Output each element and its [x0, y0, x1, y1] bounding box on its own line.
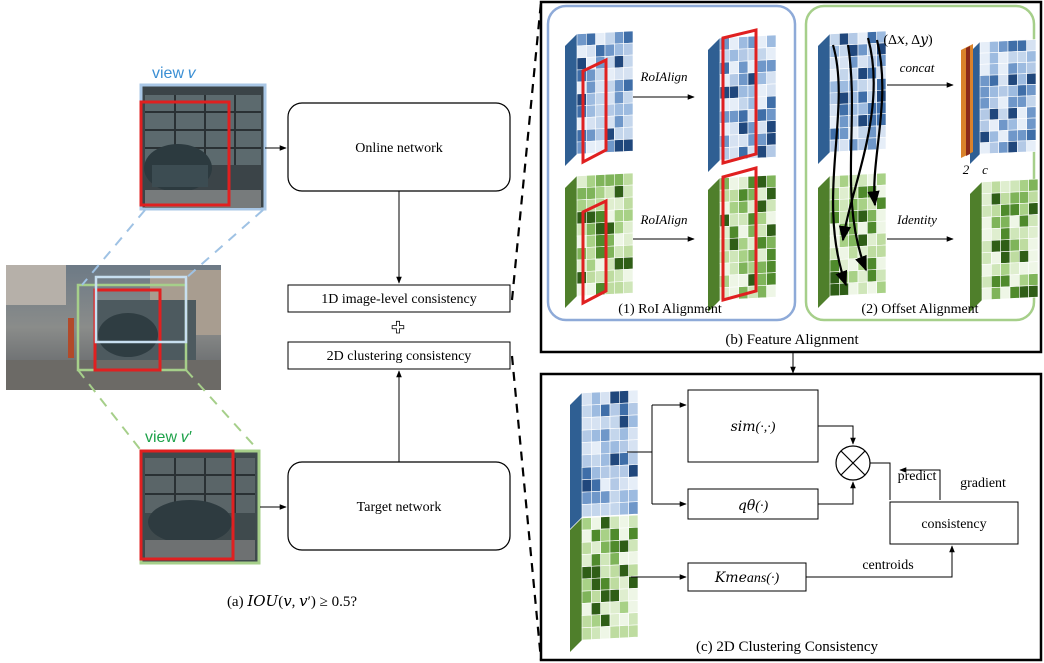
plus-symbol: ✚ — [391, 320, 404, 337]
panel-c-arrows — [627, 402, 955, 580]
roialign-top-label: RoIAlign — [640, 69, 688, 84]
product-cross-b — [840, 450, 866, 476]
offset-blue-map-concat — [970, 39, 1037, 164]
street-photo — [6, 265, 221, 390]
gradient-label: gradient — [960, 476, 1006, 491]
offset-label: (Δ𝑥, Δ𝑦) — [883, 33, 933, 48]
centroids-label: centroids — [862, 558, 913, 573]
clustering-blue-map — [570, 389, 639, 529]
dim-two-label: 2 — [963, 162, 970, 177]
q-box — [687, 488, 819, 520]
clustering-consistency-frame — [539, 372, 1043, 662]
roi-green-map-out — [708, 174, 777, 312]
offset-arrows — [831, 37, 884, 287]
roi-alignment-caption: (1) RoI Alignment — [618, 302, 722, 317]
offset-alignment-caption: (2) Offset Alignment — [861, 302, 978, 317]
kmeans-label: 𝐾𝑚𝑒ans(·) — [714, 571, 780, 586]
feature-alignment-caption: (b) Feature Alignment — [725, 332, 859, 348]
dim-c-label: c — [982, 162, 988, 177]
identity-label: Identity — [896, 212, 937, 227]
offset-blue-map-src — [818, 30, 887, 164]
roi-boxes — [581, 28, 758, 306]
concat-label: concat — [900, 60, 935, 75]
roi-blue-map-src — [565, 30, 634, 166]
roialign-bottom-label: RoIAlign — [640, 212, 688, 227]
panel-b-arrows — [633, 82, 954, 242]
roi-alignment-panel — [546, 4, 797, 322]
target-network-label: Target network — [357, 500, 442, 515]
consistency-label: consistency — [921, 517, 986, 532]
view-v-prime-photo — [139, 449, 261, 565]
zoom-lines — [510, 1, 543, 661]
roi-blue-map-out — [708, 34, 777, 172]
clustering-label: 2D clustering consistency — [327, 349, 472, 364]
kmeans-box — [687, 562, 807, 592]
panel-a-caption: (a) 𝐼𝑂𝑈(𝑣, 𝑣′) ≥ 0.5? — [227, 594, 357, 610]
projection-lines — [77, 209, 264, 454]
view-v-photo — [139, 83, 267, 211]
panel-a-arrows — [260, 145, 402, 510]
offset-alignment-panel — [804, 4, 1036, 322]
clustering-green-map — [570, 514, 639, 652]
online-network-label: Online network — [355, 141, 442, 156]
roi-green-map-src — [565, 172, 634, 308]
sim-label: 𝑠𝑖𝑚(·,·) — [731, 420, 776, 435]
concat-offset-channels — [961, 44, 973, 158]
feature-alignment-frame — [539, 0, 1043, 354]
clustering-box — [287, 341, 511, 370]
consistency-box — [889, 501, 1019, 545]
predict-label: predict — [898, 469, 937, 484]
image-level-label: 1D image-level consistency — [321, 292, 477, 307]
image-level-box — [287, 284, 511, 313]
clustering-consistency-caption: (c) 2D Clustering Consistency — [696, 639, 879, 655]
q-label: 𝑞𝜃(·) — [738, 499, 769, 514]
view-v-label: view 𝑣 — [152, 65, 196, 82]
view-v-prime-label: view 𝑣′ — [145, 429, 192, 446]
sim-box — [687, 389, 819, 463]
offset-green-map-out — [970, 178, 1039, 312]
